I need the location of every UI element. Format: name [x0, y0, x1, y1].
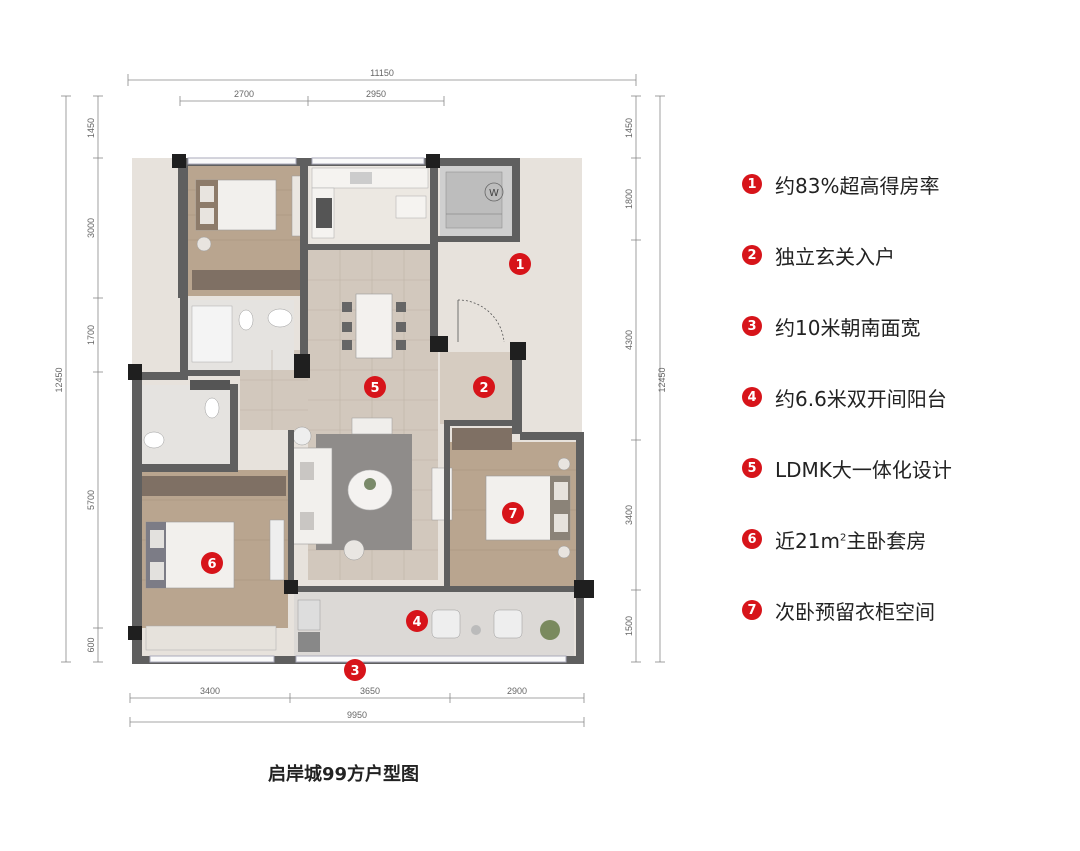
- dimension-labels: 11150 2700 2950 12450 1450 3000 1700 570…: [54, 68, 667, 720]
- dim-bottom-seg-1: 3400: [200, 686, 220, 696]
- legend-text-6-main: 近21m: [775, 528, 840, 553]
- legend-item-1: 1 约83%超高得房率: [742, 172, 952, 198]
- dim-bottom-seg-2: 3650: [360, 686, 380, 696]
- dim-top-right: 2950: [366, 89, 386, 99]
- wardrobe-master: [142, 476, 286, 496]
- washer-label: W: [489, 188, 499, 199]
- dim-top-total: 11150: [370, 68, 394, 78]
- windows: [149, 157, 567, 663]
- dim-left-total: 12450: [54, 367, 64, 392]
- dim-left-seg-5: 600: [86, 637, 96, 652]
- plant-icon: [540, 620, 560, 640]
- dim-top-left: 2700: [234, 89, 254, 99]
- toilet-icon: [238, 309, 254, 331]
- legend-badge-1: 1: [742, 174, 762, 194]
- legend-badge-6: 6: [742, 529, 762, 549]
- dim-right-seg-3: 4300: [624, 330, 634, 350]
- legend-item-5: 5 LDMK大一体化设计: [742, 456, 952, 482]
- legend-item-4: 4 约6.6米双开间阳台: [742, 385, 952, 411]
- svg-text:5: 5: [370, 381, 379, 396]
- legend-text-1: 约83%超高得房率: [775, 173, 940, 198]
- legend-badge-5: 5: [742, 458, 762, 478]
- feature-legend: 1 约83%超高得房率 2 独立玄关入户 3 约10米朝南面宽 4 约6.6米双…: [742, 172, 952, 669]
- dimension-lines: [61, 74, 665, 727]
- dim-right-seg-2: 1800: [624, 189, 634, 209]
- dim-right-seg-4: 3400: [624, 505, 634, 525]
- marker-3: 3: [344, 659, 366, 681]
- dim-right-total: 12450: [657, 367, 667, 392]
- washer-icon: [484, 182, 504, 202]
- dim-bottom-total: 9950: [347, 710, 367, 720]
- marker-5: 5: [364, 376, 386, 398]
- entry-door: [457, 299, 505, 343]
- legend-badge-3: 3: [742, 316, 762, 336]
- legend-item-6: 6 近21m2主卧套房: [742, 525, 952, 554]
- marker-6: 6: [201, 552, 223, 574]
- dim-left-seg-2: 3000: [86, 218, 96, 238]
- legend-badge-4: 4: [742, 387, 762, 407]
- legend-text-4: 约6.6米双开间阳台: [775, 386, 947, 411]
- marker-1: 1: [509, 253, 531, 275]
- svg-text:4: 4: [412, 615, 421, 630]
- legend-badge-7: 7: [742, 600, 762, 620]
- dim-right-seg-5: 1500: [624, 616, 634, 636]
- wardrobe-second: [452, 428, 512, 450]
- svg-text:3: 3: [350, 664, 359, 679]
- legend-text-7: 次卧预留衣柜空间: [775, 599, 935, 624]
- dim-left-seg-3: 1700: [86, 325, 96, 345]
- svg-text:1: 1: [515, 258, 524, 273]
- floor-plan: 11150 2700 2950 12450 1450 3000 1700 570…: [54, 68, 667, 727]
- marker-7: 7: [502, 502, 524, 524]
- columns: [128, 154, 594, 640]
- svg-text:7: 7: [508, 507, 517, 522]
- svg-text:2: 2: [479, 381, 488, 396]
- legend-item-7: 7 次卧预留衣柜空间: [742, 598, 952, 624]
- balcony-chair-left: [431, 609, 461, 639]
- floor-plan-caption: 启岸城99方户型图: [268, 764, 420, 785]
- dim-bottom-seg-3: 2900: [507, 686, 527, 696]
- balcony-chair-right: [493, 609, 523, 639]
- markers: 1 2 3 4 5 6 7: [201, 253, 531, 681]
- furniture: W: [142, 167, 571, 652]
- legend-text-5: LDMK大一体化设计: [775, 457, 952, 482]
- legend-badge-2: 2: [742, 245, 762, 265]
- svg-text:6: 6: [207, 557, 216, 572]
- marker-4: 4: [406, 610, 428, 632]
- dim-right-seg-1: 1450: [624, 118, 634, 138]
- wardrobe-top-bedroom: [192, 270, 300, 290]
- legend-item-3: 3 约10米朝南面宽: [742, 314, 952, 340]
- dim-left-seg-1: 1450: [86, 118, 96, 138]
- legend-item-2: 2 独立玄关入户: [742, 243, 952, 269]
- legend-text-6-sup: 2: [839, 531, 847, 543]
- legend-text-3: 约10米朝南面宽: [775, 315, 921, 340]
- dim-left-seg-4: 5700: [86, 490, 96, 510]
- legend-text-6-suffix: 主卧套房: [846, 528, 927, 553]
- legend-text-6: 近21m2主卧套房: [775, 525, 926, 554]
- legend-text-2: 独立玄关入户: [775, 244, 895, 269]
- marker-2: 2: [473, 376, 495, 398]
- dining-table: [355, 293, 393, 359]
